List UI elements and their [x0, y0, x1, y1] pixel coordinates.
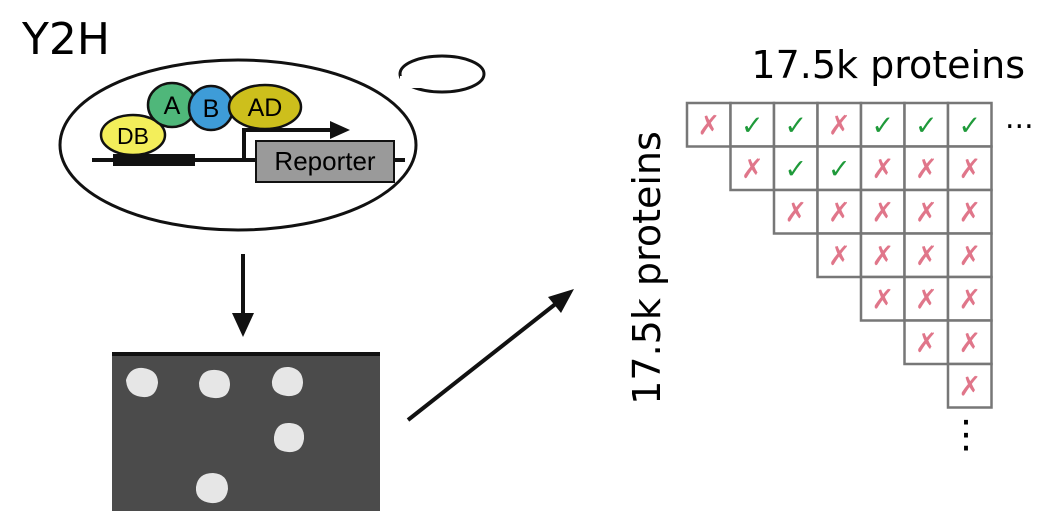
y2h-title: Y2H	[21, 14, 110, 65]
matrix-cell	[946, 362, 993, 409]
matrix-cell	[816, 232, 863, 279]
interaction-check-mark: ✓	[741, 110, 764, 141]
no-interaction-x-mark: ✗	[958, 371, 981, 402]
no-interaction-x-mark: ✗	[958, 197, 981, 228]
no-interaction-x-mark: ✗	[871, 154, 894, 185]
diagonal-arrow	[406, 289, 574, 422]
colony-plate	[112, 352, 380, 511]
reporter-box	[255, 140, 395, 183]
interaction-check-mark: ✓	[784, 154, 807, 185]
no-interaction-x-mark: ✗	[871, 284, 894, 315]
no-interaction-x-mark: ✗	[697, 110, 720, 141]
no-interaction-x-mark: ✗	[828, 241, 851, 272]
no-interaction-x-mark: ✗	[958, 328, 981, 359]
no-interaction-x-mark: ✗	[915, 284, 938, 315]
no-interaction-x-mark: ✗	[871, 241, 894, 272]
interaction-check-mark: ✓	[958, 110, 981, 141]
protein-ad-label: AD	[248, 94, 283, 122]
no-interaction-x-mark: ✗	[958, 154, 981, 185]
matrix-cell	[946, 319, 993, 366]
matrix-cell	[946, 145, 993, 192]
no-interaction-x-mark: ✗	[915, 241, 938, 272]
colony-1	[126, 367, 158, 398]
colony-2	[199, 369, 230, 399]
matrix-cell	[816, 145, 863, 192]
matrix-cell	[772, 188, 819, 235]
matrix-top-label: 17.5k proteins	[751, 43, 1025, 87]
yeast-cell: Reporter DB A B AD	[58, 54, 486, 232]
colony-5	[195, 473, 228, 504]
protein-db-label: DB	[117, 123, 149, 149]
interaction-check-mark: ✓	[784, 110, 807, 141]
no-interaction-x-mark: ✗	[871, 197, 894, 228]
matrix-side-label: 17.5k proteins	[625, 131, 669, 405]
no-interaction-x-mark: ✗	[828, 110, 851, 141]
no-interaction-x-mark: ✗	[915, 154, 938, 185]
no-interaction-x-mark: ✗	[741, 154, 764, 185]
reporter-label: Reporter	[274, 146, 375, 176]
matrix-cell	[859, 275, 906, 322]
interaction-matrix: ✗ ✓ ✓ ✗ ✓ ✓ ✓ ✗ ✓ ✓ ✗ ✗ ✗ ✗ ✗ ✗ ✗ ✗ ✗ ✗ ✗ ✗ ✗ ✗ ✗ ✗ ✗ ✗	[685, 101, 993, 409]
interaction-check-mark: ✓	[828, 154, 851, 185]
no-interaction-x-mark: ✗	[828, 197, 851, 228]
no-interaction-x-mark: ✗	[784, 197, 807, 228]
no-interaction-x-mark: ✗	[958, 241, 981, 272]
down-arrow	[232, 254, 254, 337]
interaction-check-mark: ✓	[871, 110, 894, 141]
no-interaction-x-mark: ✗	[958, 284, 981, 315]
protein-b-label: B	[203, 95, 220, 123]
matrix-more-rows: ⋮	[947, 412, 985, 456]
matrix-cell	[859, 145, 906, 192]
transcription-arrow	[242, 128, 333, 160]
matrix-more-columns: ...	[1005, 101, 1034, 136]
interaction-check-mark: ✓	[915, 110, 938, 141]
protein-a-label: A	[164, 92, 181, 120]
protein-ad	[227, 83, 303, 131]
transcription-arrowhead	[330, 121, 350, 139]
no-interaction-x-mark: ✗	[915, 328, 938, 359]
colony-4	[273, 422, 305, 453]
colony-3	[271, 366, 303, 397]
protein-db	[99, 113, 167, 157]
no-interaction-x-mark: ✗	[915, 197, 938, 228]
